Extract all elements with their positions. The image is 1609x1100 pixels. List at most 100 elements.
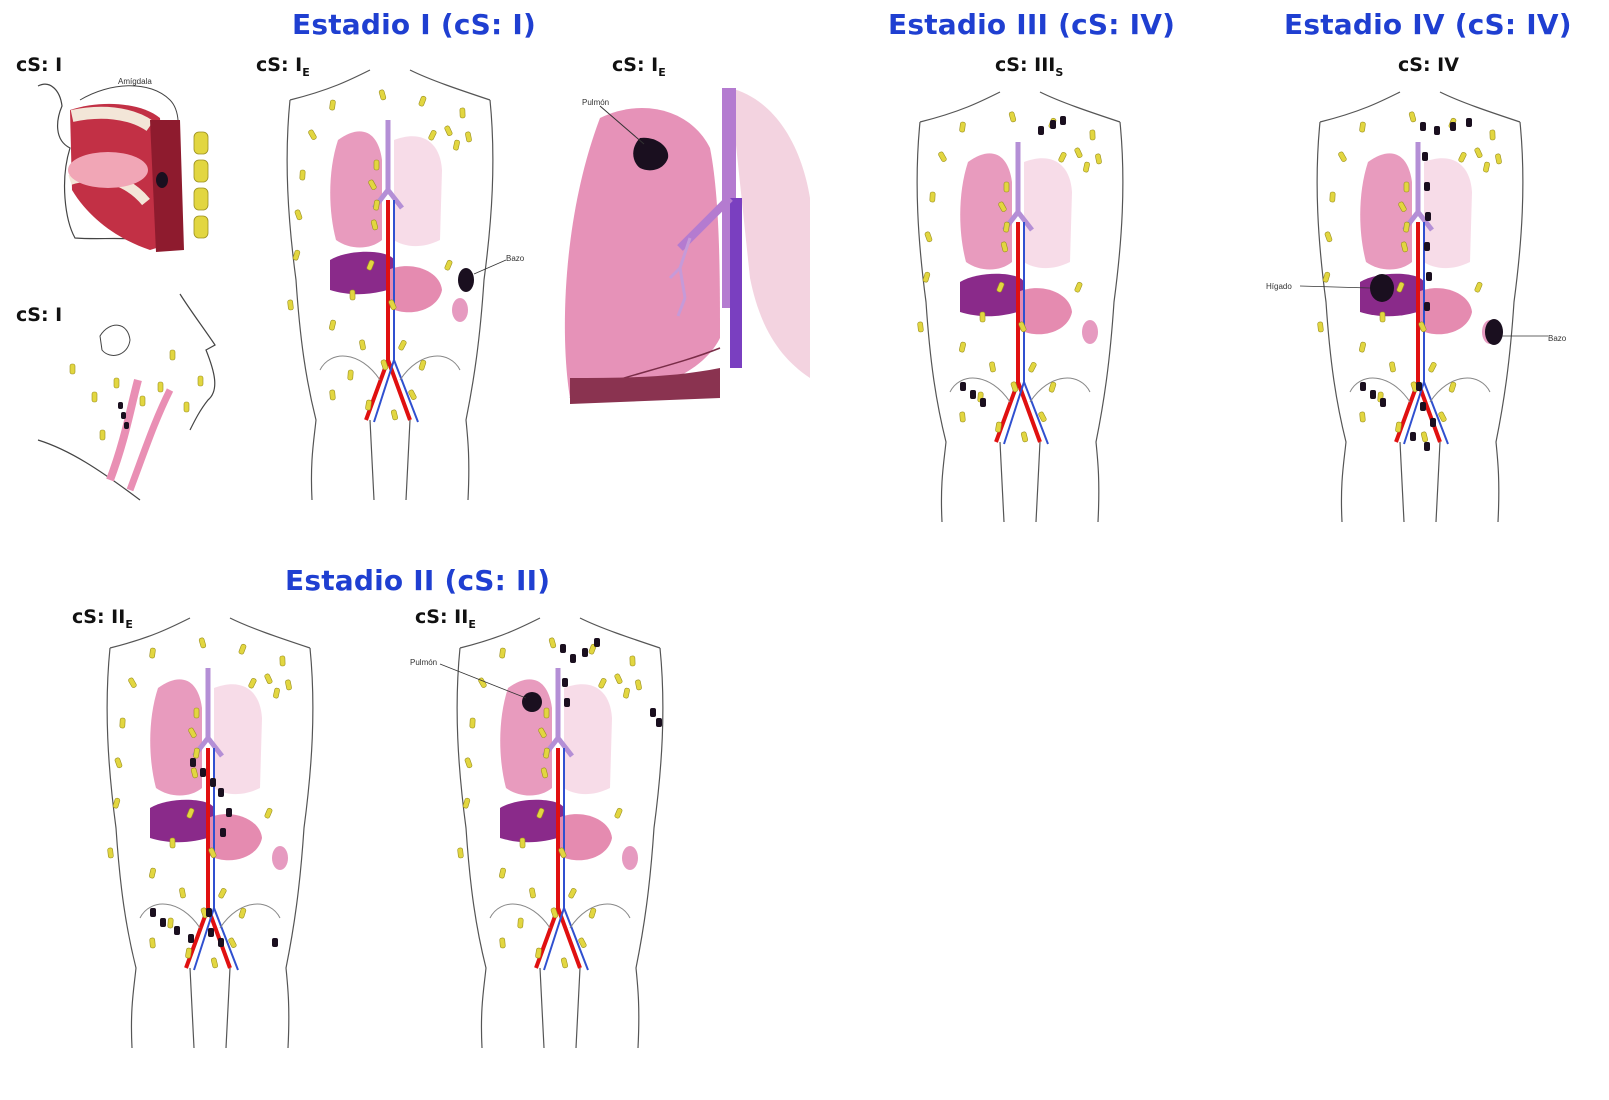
lesion [188, 934, 194, 943]
lymph-node [359, 340, 366, 351]
lymph-node [199, 637, 207, 648]
lesion [560, 644, 566, 653]
lymph-node [373, 200, 379, 211]
lymph-node [264, 673, 273, 684]
lymph-node [1474, 282, 1483, 293]
lymph-node [300, 170, 306, 180]
lesion [1434, 126, 1440, 135]
stage-1-title: Estadio I (cS: I) [292, 8, 536, 41]
lymph-node [168, 918, 174, 928]
lymph-node [544, 708, 549, 718]
lesion [206, 908, 212, 917]
lymph-node [1004, 182, 1009, 192]
lesion [562, 678, 568, 687]
lymph-node [170, 838, 175, 848]
lymph-node [500, 938, 506, 948]
lymph-node [264, 808, 273, 819]
lymph-node [1009, 111, 1017, 122]
lymph-node [294, 209, 302, 220]
lesion [1424, 182, 1430, 191]
lymph-node [1359, 122, 1365, 133]
neck-illustration [30, 290, 230, 505]
tonsil-illustration [30, 70, 245, 270]
lymph-node [120, 718, 126, 728]
lesion [1430, 418, 1436, 427]
lymph-node [1458, 152, 1467, 163]
torso-stage2b [440, 608, 680, 1088]
lymph-node [470, 718, 476, 728]
lesion [1416, 382, 1422, 391]
lesion [582, 648, 588, 657]
lesion [1420, 402, 1426, 411]
lesion [218, 788, 224, 797]
lymph-node [114, 757, 122, 768]
lymph-node [1483, 162, 1490, 173]
lesion [1422, 152, 1428, 161]
torso-stage2a [90, 608, 330, 1088]
lymph-node [1403, 222, 1409, 233]
lymph-node [348, 370, 354, 380]
lymph-node [1359, 342, 1366, 353]
lymph-node [1330, 192, 1336, 202]
lymph-node [614, 808, 623, 819]
lymph-node [193, 748, 199, 759]
lymph-node [1083, 162, 1090, 173]
lymph-node [499, 648, 505, 659]
lymph-node [1428, 362, 1437, 373]
lymph-node [520, 838, 525, 848]
lesion [1425, 212, 1431, 221]
lymph-node [280, 656, 285, 666]
lymph-node [1474, 147, 1483, 158]
panel-label-stage1-lung: cS: IE [612, 54, 666, 79]
lesion [1424, 242, 1430, 251]
lesion [960, 382, 966, 391]
lymph-node [273, 688, 280, 699]
lymph-node [923, 272, 931, 283]
lesion [1060, 116, 1066, 125]
lymph-node [1003, 222, 1009, 233]
lymph-node [179, 888, 186, 899]
lymph-node [350, 290, 355, 300]
lesion [564, 698, 570, 707]
lesion [1360, 382, 1366, 391]
lesion [160, 918, 166, 927]
lymph-node [329, 100, 335, 111]
lesion [150, 908, 156, 917]
lesion [210, 778, 216, 787]
panel-label-stage4: cS: IV [1398, 54, 1459, 76]
lesion [980, 398, 986, 407]
lesion [570, 654, 576, 663]
torso-stage4 [1300, 82, 1560, 552]
lymph-node [630, 656, 635, 666]
lymph-node [398, 340, 407, 351]
lymph-node [529, 888, 536, 899]
lymph-node [150, 938, 156, 948]
lymph-node [1095, 154, 1102, 165]
lesion [1466, 118, 1472, 127]
lymph-node [1495, 154, 1502, 165]
lymph-node [989, 362, 996, 373]
lesion [190, 758, 196, 767]
lesion [220, 828, 226, 837]
lymph-node [543, 748, 549, 759]
lesion [208, 928, 214, 937]
lymph-node [1058, 152, 1067, 163]
lymph-node [444, 125, 453, 136]
lymph-node [959, 342, 966, 353]
lymph-node [293, 250, 301, 261]
lymph-node [285, 680, 292, 691]
lymph-node [478, 677, 487, 688]
lymph-node [930, 192, 936, 202]
lymph-node [211, 957, 218, 968]
lesion [1424, 302, 1430, 311]
stage-4-title: Estadio IV (cS: IV) [1284, 8, 1572, 41]
lymph-node [444, 260, 453, 271]
lesion [218, 938, 224, 947]
lymph-node [1409, 111, 1417, 122]
lymph-node [614, 673, 623, 684]
lymph-node [379, 89, 387, 100]
stage-3-title: Estadio III (cS: IV) [888, 8, 1175, 41]
lesion [970, 390, 976, 399]
lesion [1038, 126, 1044, 135]
lymph-node [917, 322, 923, 332]
